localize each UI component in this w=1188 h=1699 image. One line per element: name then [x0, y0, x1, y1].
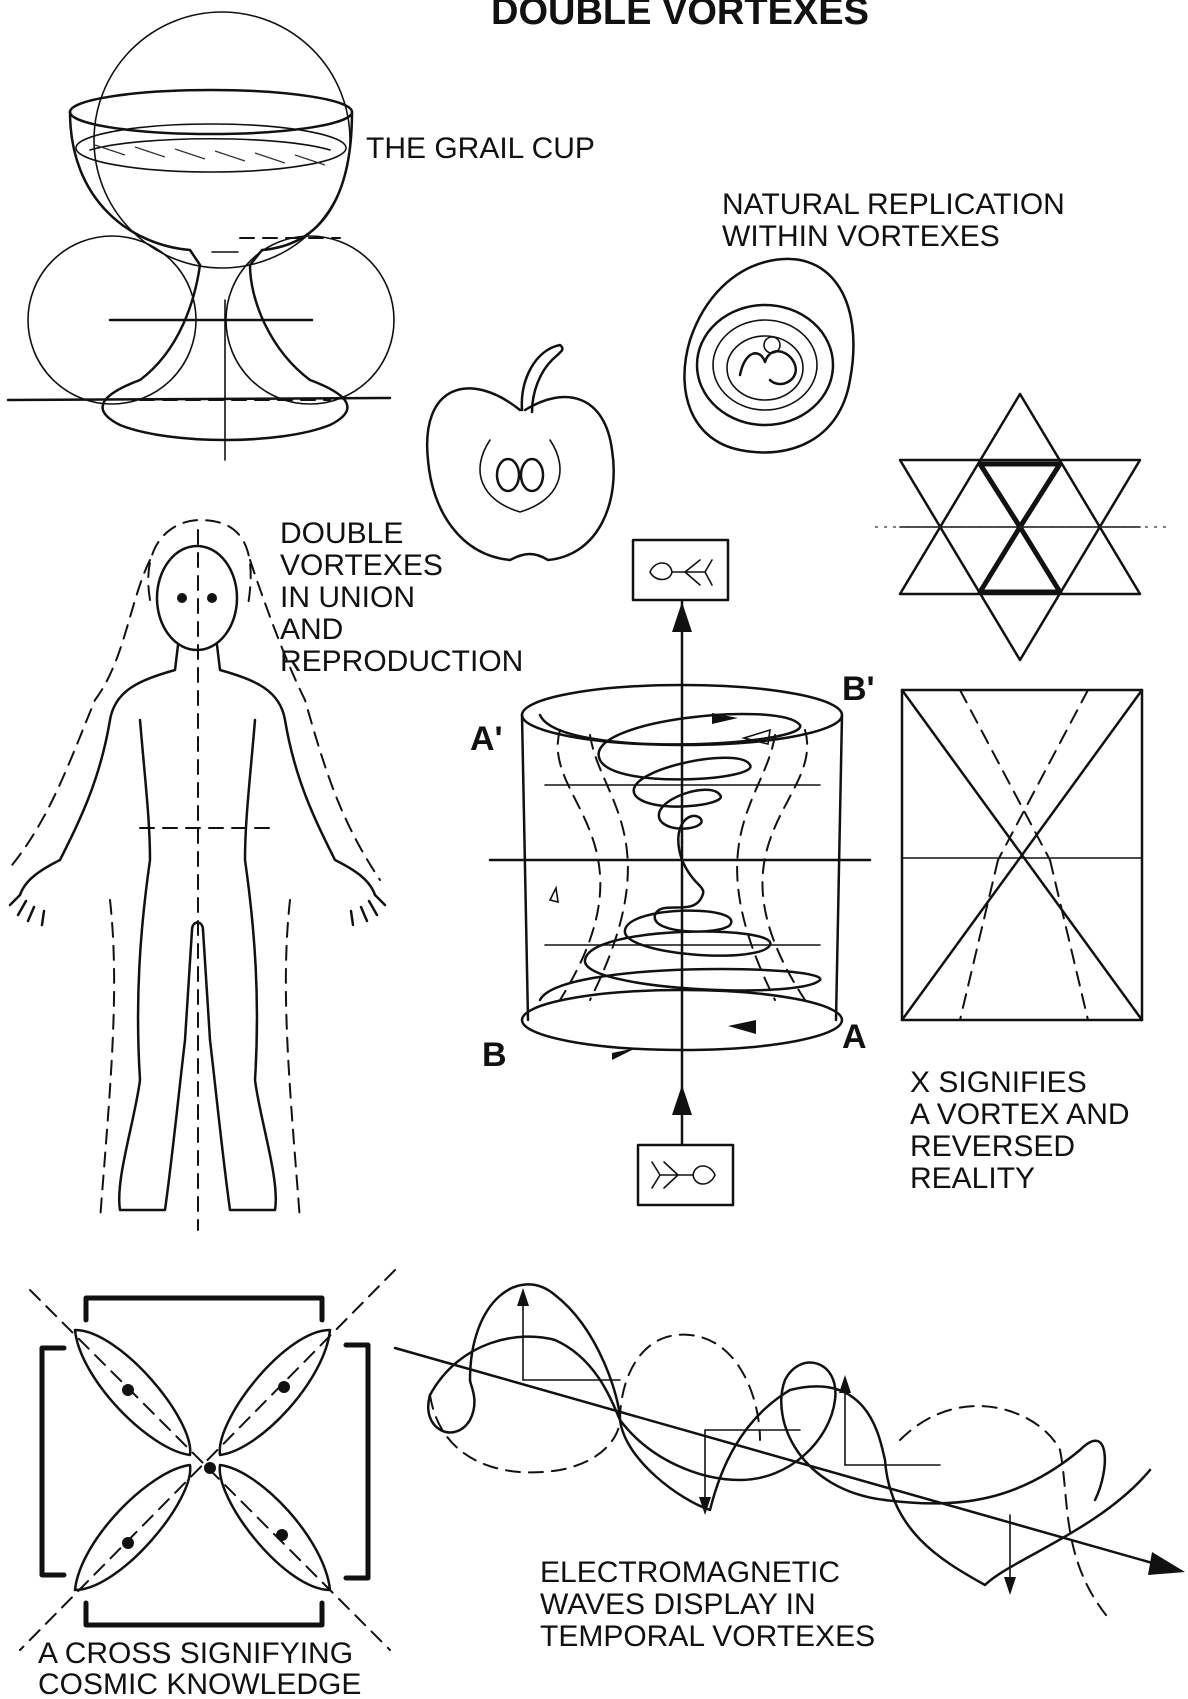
hexagram-drawing	[875, 394, 1170, 660]
apple-drawing	[427, 345, 614, 560]
electromagnetic-label-line-3: TEMPORAL VORTEXES	[540, 1620, 875, 1653]
vortex-point-a: A	[842, 1018, 867, 1056]
cross-label-line-2: COSMIC KNOWLEDGE	[38, 1668, 361, 1699]
natural-replication-label-line-1: NATURAL REPLICATION	[722, 188, 1065, 221]
double-vortexes-label-line-5: REPRODUCTION	[280, 645, 523, 678]
egg-embryo-drawing	[684, 259, 853, 453]
grail-cup-drawing	[8, 12, 394, 460]
x-vortex-drawing	[902, 690, 1142, 1020]
natural-replication-label-line-2: WITHIN VORTEXES	[722, 220, 1000, 253]
double-vortexes-label-line-2: VORTEXES	[280, 549, 443, 582]
x-signifies-label-line-3: REVERSED	[910, 1130, 1075, 1163]
vortex-point-b-prime: B'	[842, 670, 875, 708]
double-vortexes-label-line-3: IN UNION	[280, 581, 415, 614]
x-signifies-label-line-4: REALITY	[910, 1162, 1035, 1195]
double-vortexes-label-line-1: DOUBLE	[280, 517, 403, 550]
diagram-title: DOUBLE VORTEXES	[491, 0, 869, 33]
cross-label-line-1: A CROSS SIGNIFYING	[38, 1637, 353, 1670]
x-signifies-label-line-2: A VORTEX AND	[910, 1098, 1130, 1131]
vortex-point-a-prime: A'	[470, 720, 503, 758]
x-signifies-label-line-1: X SIGNIFIES	[910, 1066, 1087, 1099]
double-vortexes-label-line-4: AND	[280, 613, 343, 646]
grail-cup-label: THE GRAIL CUP	[366, 132, 595, 165]
electromagnetic-label-line-1: ELECTROMAGNETIC	[540, 1556, 840, 1589]
vortex-point-b: B	[482, 1036, 507, 1074]
central-vortex-drawing	[490, 540, 870, 1205]
cosmic-cross-drawing	[20, 1270, 395, 1650]
electromagnetic-label-line-2: WAVES DISPLAY IN	[540, 1588, 816, 1621]
